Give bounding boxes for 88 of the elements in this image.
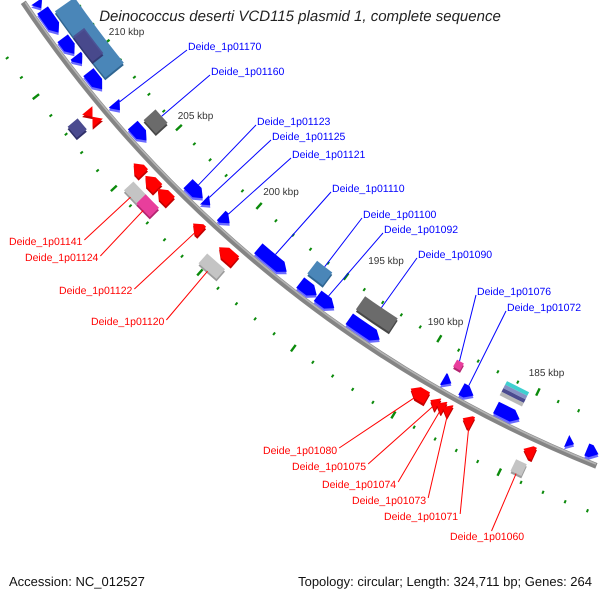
- pointed-gene-block: [314, 290, 334, 311]
- leader-line: [100, 210, 144, 256]
- pointed-gene-block: [193, 224, 206, 239]
- pointed-gene-block: [158, 188, 175, 208]
- gene-label: Deide_1p01100: [363, 209, 436, 221]
- feature-block: [307, 260, 332, 288]
- pointed-gene-block: [183, 179, 203, 201]
- gene-label: Deide_1p01074: [322, 479, 396, 491]
- leader-line: [338, 397, 415, 448]
- gene-label: Deide_1p01141: [9, 236, 82, 248]
- pointed-gene-block: [83, 68, 102, 92]
- feature-block: [510, 459, 527, 478]
- pointed-gene-block: [200, 195, 210, 208]
- gene-label: Deide_1p01076: [477, 286, 552, 298]
- genome-summary-text: Topology: circular; Length: 324,711 bp; Genes: 264: [298, 574, 592, 589]
- scale-label: 190 kbp: [428, 317, 464, 329]
- gene-label: Deide_1p01122: [59, 285, 132, 297]
- pointed-gene-block: [584, 444, 598, 460]
- leader-line: [134, 232, 195, 290]
- accession-text: Accession: NC_012527: [9, 574, 145, 589]
- leader-line: [198, 124, 256, 186]
- feature-block: [500, 381, 530, 406]
- pointed-gene-block: [37, 6, 60, 35]
- pointed-gene-block: [134, 163, 148, 181]
- scale-label: 195 kbp: [368, 256, 404, 268]
- leader-line: [208, 140, 272, 198]
- pointed-gene-block: [57, 34, 75, 56]
- leader-line: [368, 406, 434, 464]
- pointed-gene-block: [524, 446, 537, 462]
- gene-label: Deide_1p01080: [263, 445, 338, 457]
- feature-block: [136, 194, 159, 220]
- pointed-gene-block: [493, 402, 520, 424]
- pointed-gene-block: [92, 116, 103, 130]
- map-title: Deinococcus deserti VCD115 plasmid 1, complete sequence: [99, 8, 501, 26]
- leader-line: [228, 158, 292, 215]
- pointed-gene-block: [442, 405, 454, 420]
- feature-block: [68, 118, 87, 140]
- gene-label: Deide_1p01120: [91, 316, 164, 328]
- pointed-gene-block: [296, 277, 317, 298]
- leader-line: [324, 218, 362, 268]
- pointed-gene-block: [462, 416, 476, 432]
- leader-line: [166, 270, 208, 320]
- leader-line: [398, 411, 440, 482]
- gene-label: Deide_1p01110: [332, 183, 405, 195]
- pointed-gene-block: [254, 243, 287, 274]
- pointed-gene-block: [216, 210, 230, 226]
- leader-line: [119, 50, 188, 102]
- leader-line: [328, 232, 384, 296]
- gene-label: Deide_1p01170: [188, 41, 262, 53]
- pointed-gene-block: [410, 387, 430, 406]
- gene-label: Deide_1p01160: [211, 66, 284, 78]
- scale-label: 205 kbp: [178, 111, 214, 123]
- gene-label: Deide_1p01092: [384, 224, 458, 236]
- leader-line: [459, 294, 476, 362]
- gene-label: Deide_1p01071: [384, 511, 458, 523]
- leader-line: [275, 192, 332, 255]
- pointed-gene-block: [346, 314, 380, 343]
- gene-label: Deide_1p01123: [257, 116, 330, 128]
- gene-label: Deide_1p01121: [292, 149, 366, 161]
- pointed-gene-block: [128, 120, 146, 143]
- leader-line: [491, 473, 517, 532]
- pointed-gene-block: [219, 247, 240, 269]
- leader-line: [428, 416, 448, 498]
- gene-label: Deide_1p01060: [450, 531, 524, 543]
- gene-label: Deide_1p01075: [292, 461, 366, 473]
- leader-line: [161, 74, 210, 117]
- feature-block: [198, 254, 225, 282]
- pointed-gene-block: [108, 99, 120, 113]
- gene-label: Deide_1p01125: [272, 131, 346, 143]
- pointed-gene-block: [458, 383, 474, 400]
- pointed-gene-block: [564, 435, 574, 450]
- scale-label: 210 kbp: [108, 27, 144, 39]
- leader-line: [468, 310, 506, 386]
- scale-label: 185 kbp: [528, 368, 564, 380]
- leader-line: [84, 196, 131, 240]
- scale-label: 200 kbp: [263, 187, 299, 199]
- pointed-gene-block: [440, 373, 452, 388]
- pointed-gene-block: [70, 52, 82, 66]
- pointed-gene-block: [82, 106, 92, 120]
- leader-line: [380, 258, 418, 308]
- feature-block: [453, 360, 464, 373]
- gene-label: Deide_1p01124: [25, 252, 98, 264]
- pointed-gene-block: [31, 0, 42, 11]
- gene-label: Deide_1p01073: [352, 495, 426, 507]
- feature-block: [144, 109, 168, 136]
- gene-label: Deide_1p01072: [507, 302, 582, 314]
- leader-line: [460, 428, 470, 514]
- gene-label: Deide_1p01090: [418, 249, 492, 261]
